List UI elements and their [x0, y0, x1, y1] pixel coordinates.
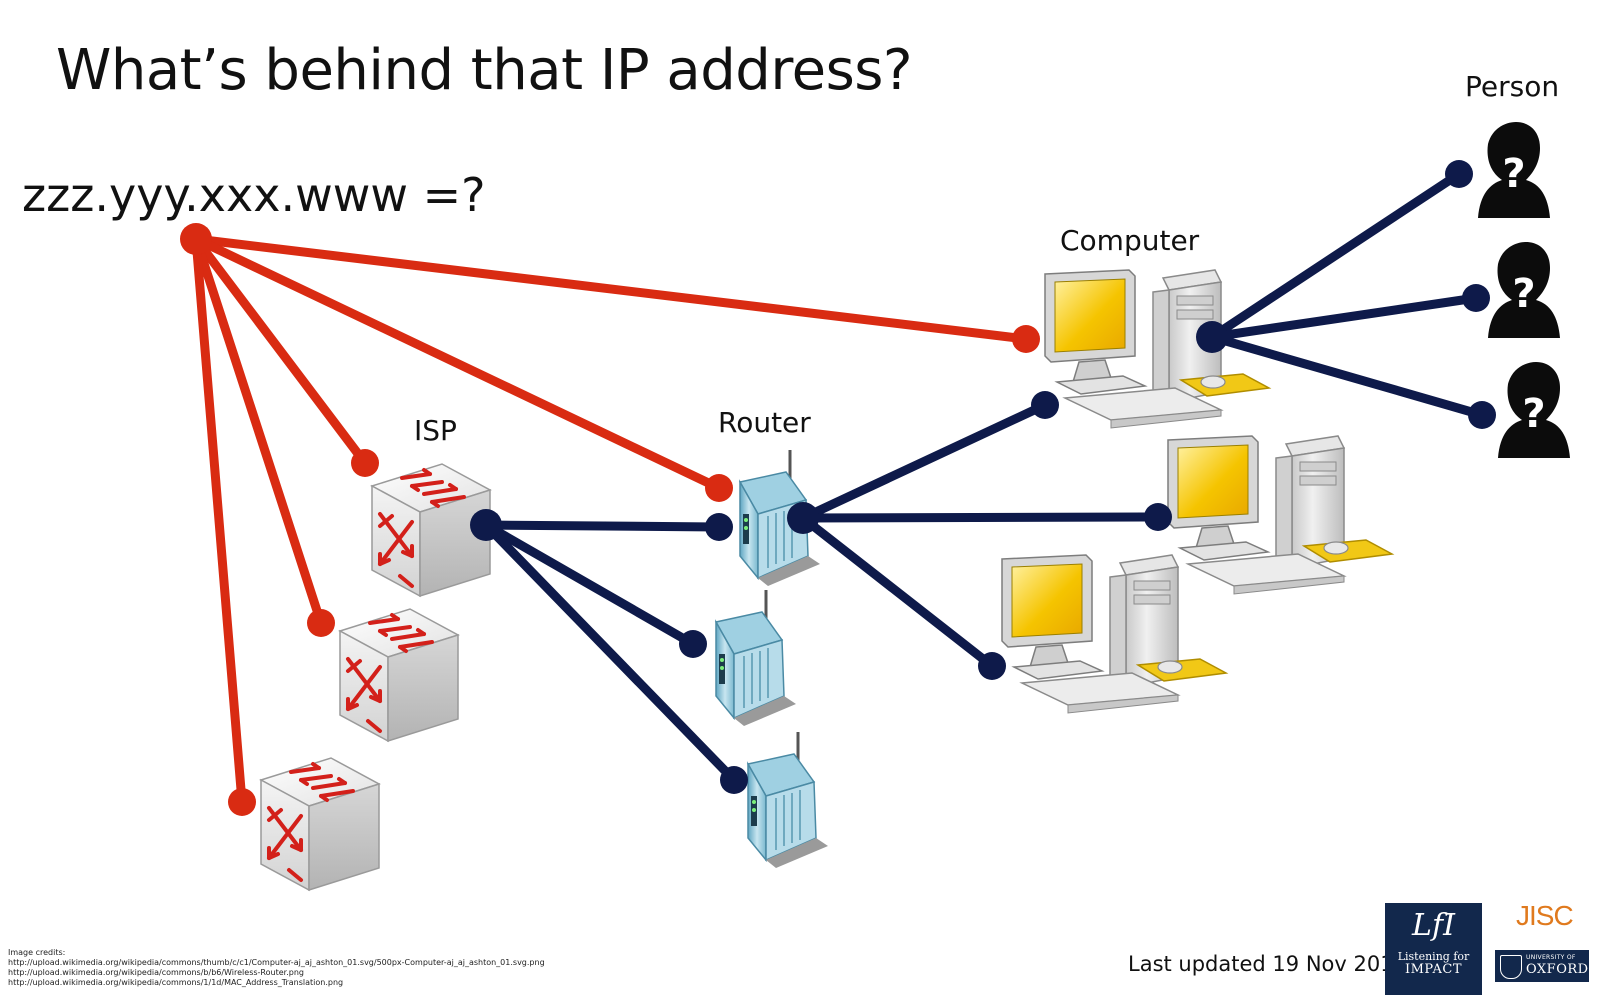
- computer-1-icon: [1044, 269, 1270, 429]
- computer-2-icon: [1167, 435, 1393, 595]
- oxford-logo: UNIVERSITY OF OXFORD: [1495, 950, 1589, 982]
- lfi-logo-line2: IMPACT: [1404, 962, 1462, 977]
- image-credit-link[interactable]: http://upload.wikimedia.org/wikipedia/co…: [8, 968, 304, 977]
- ip-address-question: zzz.yyy.xxx.www =?: [22, 168, 486, 222]
- ip-link-router: [191, 234, 724, 493]
- lfi-logo-line1: Listening for: [1397, 950, 1470, 963]
- ip-source-dot: [180, 223, 212, 255]
- link-isp-router-2: [481, 520, 698, 649]
- image-credit-link[interactable]: http://upload.wikimedia.org/wikipedia/co…: [8, 958, 545, 967]
- network-endpoints: [470, 160, 1496, 794]
- network-links: [481, 169, 1487, 785]
- last-updated: Last updated 19 Nov 2010: [1128, 952, 1407, 976]
- computer-label: Computer: [1060, 224, 1200, 257]
- link-computer-person-3: [1207, 332, 1487, 420]
- person-3-question-mark: ?: [1522, 391, 1545, 437]
- link-computer-person-1: [1207, 169, 1464, 342]
- lfi-logo: LfI Listening for IMPACT: [1385, 903, 1482, 995]
- isp-switch-3-icon: [259, 756, 381, 892]
- jisc-logo: JISC: [1516, 900, 1574, 931]
- wireless-router-3-icon: [746, 730, 830, 870]
- person-1-question-mark: ?: [1502, 151, 1525, 197]
- image-credit-link[interactable]: http://upload.wikimedia.org/wikipedia/co…: [8, 978, 344, 987]
- link-router-computer-2: [798, 512, 1163, 523]
- router-label: Router: [718, 406, 811, 439]
- ip-link-endpoints: [180, 223, 1040, 816]
- image-credits-heading: Image credits:: [8, 948, 66, 957]
- link-router-computer-1: [798, 400, 1050, 523]
- image-credits: Image credits: http://upload.wikimedia.o…: [8, 948, 545, 988]
- oxford-crest-icon: [1500, 955, 1522, 979]
- computer-3-icon: [1001, 554, 1227, 714]
- oxford-logo-line1: UNIVERSITY OF: [1526, 954, 1576, 961]
- ip-links: [191, 234, 1031, 807]
- isp-label: ISP: [414, 414, 457, 447]
- lfi-logo-mark: LfI: [1412, 908, 1455, 943]
- ip-link-isp-1: [191, 234, 370, 468]
- ip-link-isp-2: [191, 234, 326, 628]
- person-2-question-mark: ?: [1512, 271, 1535, 317]
- link-computer-person-2: [1207, 293, 1481, 342]
- ip-link-isp-3: [191, 234, 247, 807]
- wireless-router-2-icon: [714, 588, 798, 728]
- slide-title: What’s behind that IP address?: [56, 38, 913, 103]
- link-isp-router-1: [481, 520, 724, 532]
- oxford-logo-line2: OXFORD: [1526, 962, 1589, 977]
- isp-switch-2-icon: [338, 607, 460, 743]
- person-label: Person: [1465, 70, 1560, 103]
- link-router-computer-3: [798, 513, 997, 671]
- link-isp-router-3: [481, 520, 739, 785]
- ip-link-computer: [191, 234, 1031, 344]
